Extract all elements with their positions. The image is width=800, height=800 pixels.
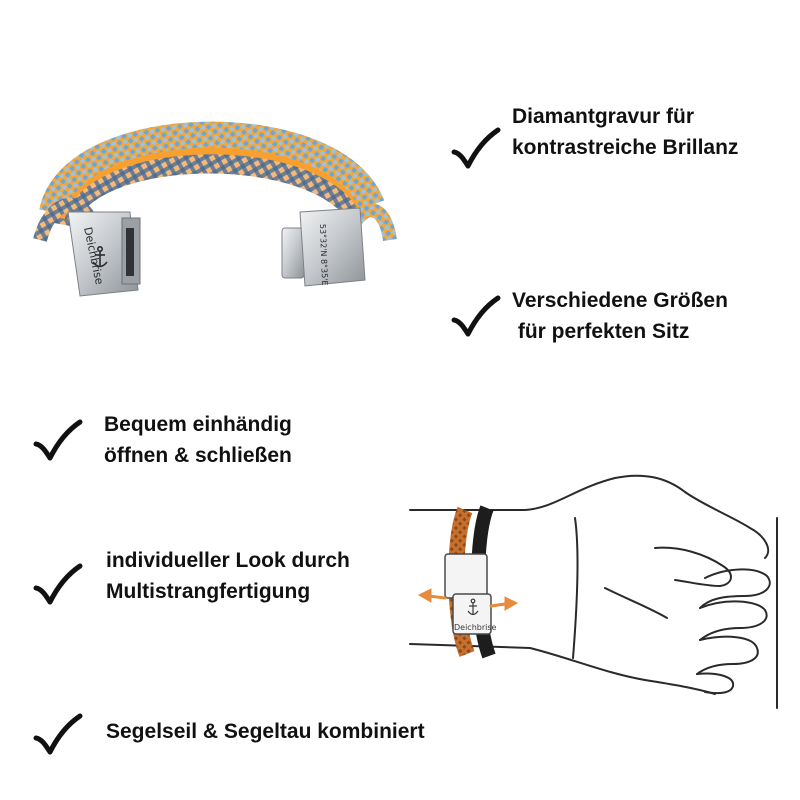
check-icon — [451, 127, 501, 169]
feature-multistrand: individueller Look durch Multistrangfert… — [106, 549, 350, 603]
feature-one-hand-open: Bequem einhändig öffnen & schließen — [104, 413, 292, 467]
double-arrow-icon — [417, 588, 519, 611]
check-icon — [33, 563, 83, 605]
wrist-illustration: Deichbrise — [409, 474, 778, 709]
check-icon — [33, 419, 83, 461]
feature-diamond-engraving: Diamantgravur für kontrastreiche Brillan… — [512, 105, 739, 159]
clasp-engraving: Deichbrise — [454, 623, 497, 632]
bracelet-on-wrist: Deichbrise — [444, 505, 497, 659]
bracelet-product-image: Deichbrise 53°32'N 8°35'E — [33, 121, 397, 297]
anchor-icon — [467, 598, 479, 616]
feature-sailing-rope: Segelseil & Segeltau kombiniert — [106, 720, 425, 743]
left-clasp: Deichbrise — [67, 211, 141, 297]
right-clasp: 53°32'N 8°35'E — [281, 207, 366, 287]
check-icon — [33, 713, 83, 755]
anchor-icon — [92, 246, 108, 268]
feature-sizes: Verschiedene Größen für perfekten Sitz — [512, 289, 728, 343]
check-icon — [451, 295, 501, 337]
inner-engraving: 53°32'N 8°35'E — [318, 224, 329, 286]
